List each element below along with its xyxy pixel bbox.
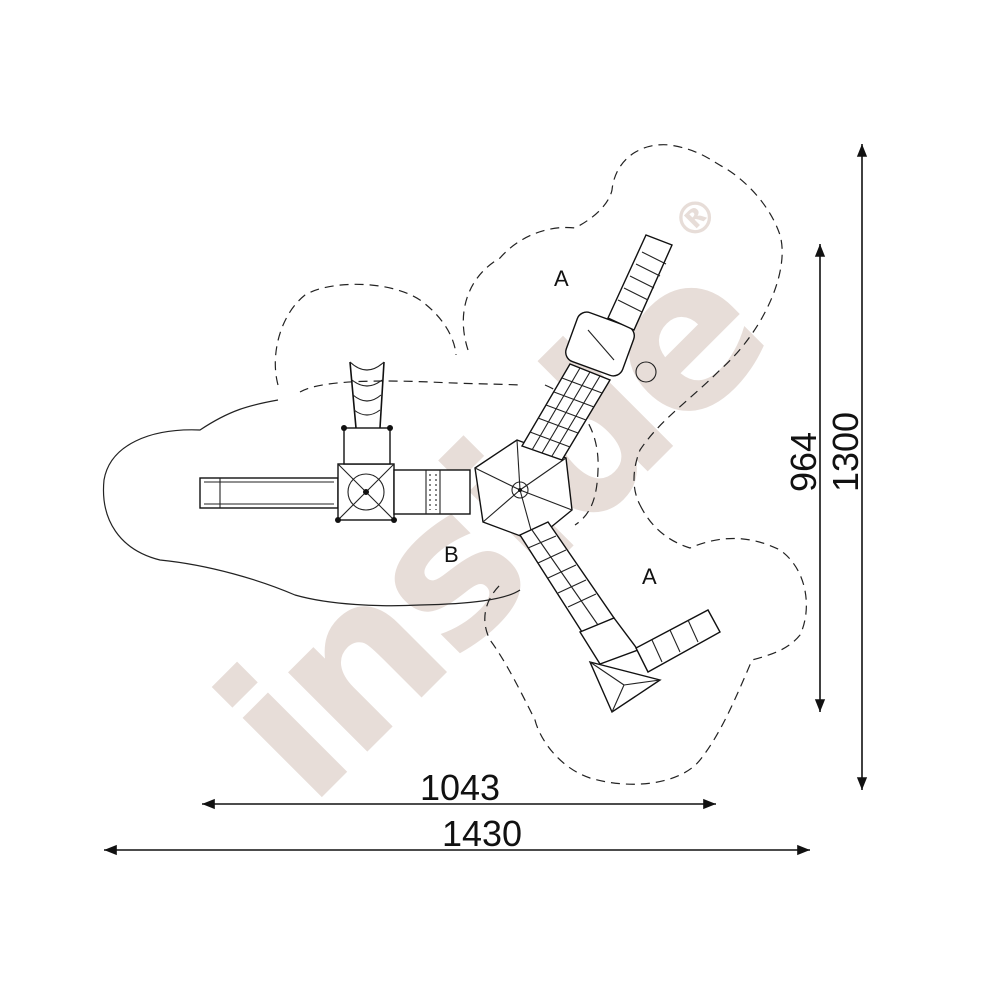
left-tower: [335, 425, 397, 523]
left-slide: [199, 477, 339, 509]
upper-slide: [607, 234, 673, 331]
dimension-inner-width: 1043: [202, 767, 716, 810]
zone-label-b: B: [444, 542, 459, 567]
safety-zone-b: [102, 399, 521, 607]
lower-tower: [578, 617, 662, 714]
left-tower-ladder: [349, 361, 385, 429]
dimension-inner-width-label: 1043: [420, 767, 500, 808]
dimension-outer-width: 1430: [104, 813, 810, 856]
watermark-text: inside: [176, 210, 810, 844]
connector-tunnel: [393, 469, 471, 515]
upper-tower: [565, 311, 657, 383]
dimension-inner-height: 964: [783, 244, 826, 712]
zone-label-a-upper: A: [554, 266, 569, 291]
dimension-inner-height-label: 964: [783, 432, 824, 492]
dimension-outer-height-label: 1300: [825, 412, 866, 492]
central-hex-tower: [474, 439, 573, 542]
safety-zone-a-lower: [484, 504, 807, 785]
zone-label-a-lower: A: [642, 564, 657, 589]
dimension-outer-width-label: 1430: [442, 813, 522, 854]
lower-slide: [635, 609, 721, 673]
dimension-outer-height: 1300: [825, 144, 868, 790]
safety-zone-b-upper: [274, 283, 599, 526]
safety-zone-a-upper: [462, 144, 783, 506]
upper-net-bridge: [520, 363, 612, 461]
